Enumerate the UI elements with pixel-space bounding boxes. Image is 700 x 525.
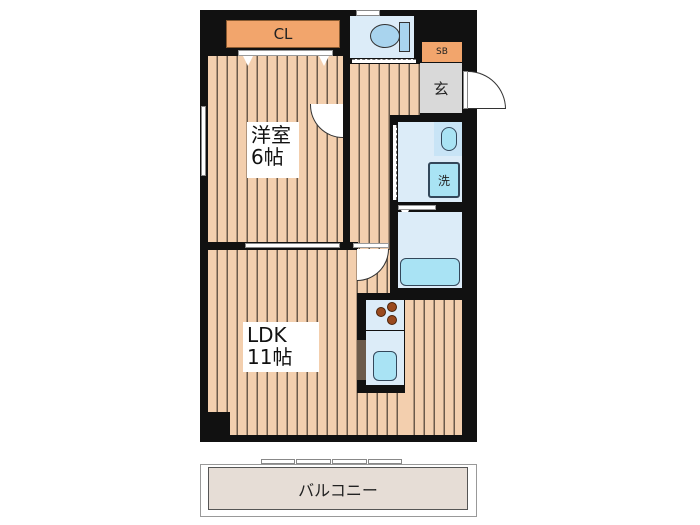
stove-burner-3 xyxy=(387,315,397,325)
hallway-floor-lower xyxy=(350,190,392,250)
toilet-bowl xyxy=(370,24,400,48)
balcony-window-1 xyxy=(261,459,295,464)
ldk-name: LDK xyxy=(247,323,287,347)
toilet-window xyxy=(356,10,380,16)
washroom-sliding-door xyxy=(393,125,397,200)
entrance: 玄 xyxy=(420,63,462,113)
balcony-window-4 xyxy=(368,459,402,464)
balcony-window-2 xyxy=(296,459,331,464)
balcony-window-3 xyxy=(332,459,367,464)
toilet-door xyxy=(352,59,416,63)
closet-door-track xyxy=(238,50,333,56)
balcony: バルコニー xyxy=(200,464,477,517)
washer-label: 洗 xyxy=(437,173,450,188)
ldk-size: 11帖 xyxy=(247,345,293,370)
ldk-corner-left xyxy=(200,412,230,442)
hallway-ldk-door-frame xyxy=(353,243,389,248)
western-room-right-wall xyxy=(343,56,350,246)
stove-burner-1 xyxy=(376,307,386,317)
entrance-door-frame xyxy=(463,71,468,109)
shoe-box: SB xyxy=(422,42,462,62)
balcony-inner: バルコニー xyxy=(208,467,468,510)
closet-label: CL xyxy=(273,25,293,43)
closet-door-hinge-left xyxy=(243,56,253,66)
balcony-label: バルコニー xyxy=(298,480,378,500)
toilet-tank xyxy=(399,22,410,52)
western-room-name: 洋室 xyxy=(251,123,291,147)
bath-door xyxy=(398,205,436,210)
closet: CL xyxy=(226,20,340,48)
stove-burner-2 xyxy=(387,302,397,312)
sink-basin xyxy=(441,127,457,151)
entrance-label: 玄 xyxy=(433,79,449,98)
kitchen-floor xyxy=(405,300,462,435)
western-room-label: 洋室 6帖 xyxy=(247,122,299,178)
bathtub xyxy=(400,258,460,286)
closet-door-hinge-right xyxy=(319,56,329,66)
western-room-window xyxy=(201,106,206,176)
western-room-size: 6帖 xyxy=(251,145,284,170)
western-ldk-sliding-door xyxy=(245,243,340,248)
entrance-door-swing xyxy=(468,71,506,109)
kitchen-left-wall-gap xyxy=(357,340,366,380)
kitchen-sink xyxy=(373,351,397,381)
washer-space: 洗 xyxy=(428,162,460,198)
shoe-box-label: SB xyxy=(436,47,448,57)
ldk-label: LDK 11帖 xyxy=(243,322,319,372)
